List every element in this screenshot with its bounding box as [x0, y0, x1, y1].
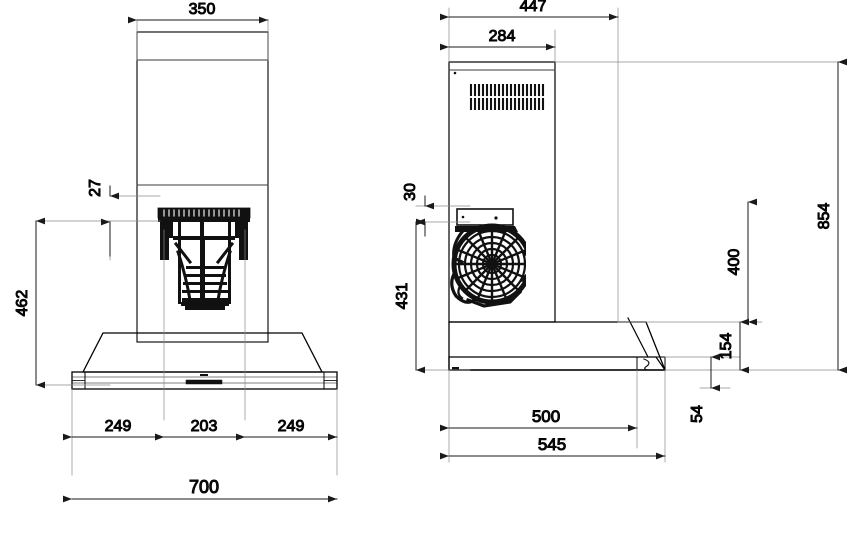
side-bottom-rim	[448, 356, 667, 371]
front-motor-assembly	[157, 207, 251, 310]
dim-label-203: 203	[191, 418, 218, 435]
side-canopy-slope	[627, 317, 649, 358]
dim-label-700: 700	[189, 477, 219, 497]
side-vent-grille	[469, 84, 545, 110]
front-chimney-duct	[136, 31, 269, 343]
dim-label-400: 400	[726, 249, 743, 276]
side-canopy-body	[448, 321, 666, 371]
side-blower-fan-assembly	[450, 208, 526, 308]
front-canopy-body	[81, 332, 324, 373]
side-front-lip-curve	[643, 358, 650, 371]
front-view-geometry	[71, 31, 338, 390]
dim-label-447: 447	[520, 0, 547, 15]
dimension-labels: 350 27 462 249 203 249 700 447 284 30 43…	[14, 0, 834, 498]
side-chimney-hole	[453, 71, 457, 75]
side-front-lip	[636, 356, 666, 371]
dim-label-27: 27	[87, 179, 104, 197]
dim-label-54: 54	[689, 405, 706, 423]
side-view-geometry	[448, 61, 667, 371]
dim-label-284: 284	[489, 28, 516, 45]
front-control-strip	[185, 379, 223, 385]
side-rim-foot	[452, 367, 459, 370]
dim-label-431: 431	[394, 283, 411, 310]
dim-label-30: 30	[402, 183, 419, 201]
dim-label-154: 154	[718, 333, 735, 360]
dim-label-249-left: 249	[105, 418, 132, 435]
front-center-mark	[200, 374, 208, 376]
dim-label-854: 854	[816, 203, 833, 230]
dim-label-545: 545	[538, 435, 566, 454]
dim-label-249-right: 249	[278, 418, 305, 435]
dimension-lines	[35, 13, 847, 503]
extension-lines	[35, 7, 846, 476]
dim-label-500: 500	[532, 407, 560, 426]
dim-label-462: 462	[14, 290, 31, 317]
dim-label-350: 350	[189, 1, 216, 18]
